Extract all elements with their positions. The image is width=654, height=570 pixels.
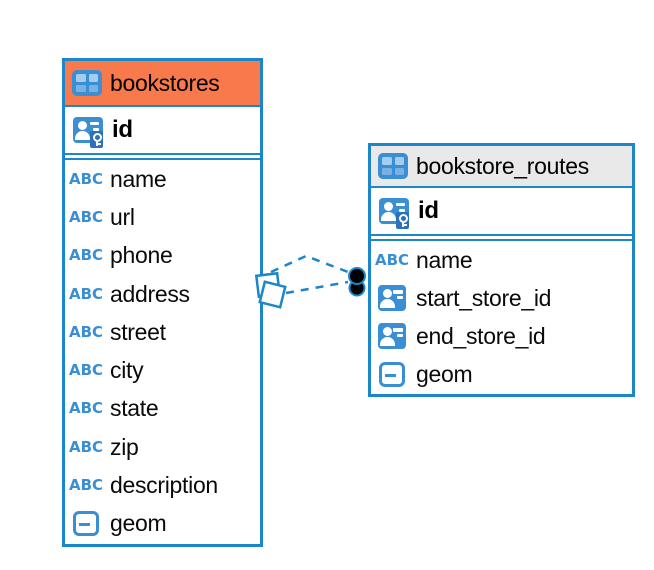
relationship-dot-marker (348, 267, 366, 285)
icon-cell (373, 323, 411, 349)
column-row-name[interactable]: ABC name (371, 241, 632, 279)
text-type-icon: ABC (68, 361, 104, 380)
column-label: start_store_id (416, 284, 552, 311)
primary-key-label: id (418, 197, 439, 224)
relationship-diamond-marker (258, 280, 287, 309)
table-icon (378, 153, 408, 179)
text-type-icon: ABC (374, 250, 410, 269)
icon-cell: ABC (67, 284, 105, 303)
column-row-state[interactable]: ABC state (65, 390, 260, 428)
column-label: geom (416, 360, 473, 387)
column-label: name (110, 165, 167, 192)
icon-cell: ABC (67, 478, 105, 493)
entity-bookstore-routes-header[interactable]: bookstore_routes (371, 146, 632, 188)
icon-cell: ABC (67, 207, 105, 226)
column-label: phone (110, 242, 173, 269)
column-row-address[interactable]: ABC address (65, 275, 260, 313)
text-type-icon: ABC (68, 246, 104, 265)
column-row-description[interactable]: ABC description (65, 466, 260, 504)
table-icon (72, 70, 102, 96)
column-label: description (110, 472, 218, 499)
text-type-icon: ABC (68, 207, 104, 226)
icon-cell: ABC (67, 169, 105, 188)
primary-key-icon (73, 117, 103, 148)
primary-key-row[interactable]: id (65, 107, 260, 153)
icon-cell: ABC (67, 437, 105, 456)
column-label: street (110, 318, 166, 345)
column-label: url (110, 203, 135, 230)
entity-bookstores-header[interactable]: bookstores (65, 61, 260, 107)
column-row-end_store_id[interactable]: end_store_id (371, 317, 632, 355)
entity-bookstore-routes[interactable]: bookstore_routes id ABC name start_store_i… (368, 143, 635, 397)
column-label: state (110, 395, 159, 422)
icon-cell: ABC (67, 322, 105, 341)
primary-key-icon (379, 198, 409, 229)
section-divider (65, 153, 260, 160)
column-row-start_store_id[interactable]: start_store_id (371, 279, 632, 317)
reference-type-icon (378, 285, 406, 311)
relationship-line-1 (270, 254, 349, 274)
icon-cell (375, 198, 413, 229)
column-row-geom[interactable]: geom (65, 505, 260, 543)
primary-key-label: id (112, 116, 133, 143)
column-label: city (110, 357, 144, 384)
icon-cell: ABC (67, 363, 105, 378)
column-row-name[interactable]: ABC name (65, 160, 260, 198)
geometry-type-icon (379, 361, 405, 387)
column-row-phone[interactable]: ABC phone (65, 237, 260, 275)
text-type-icon: ABC (68, 169, 104, 188)
column-row-geom[interactable]: geom (371, 355, 632, 393)
relationship-dot-marker (348, 279, 366, 297)
section-divider (371, 234, 632, 241)
text-type-icon: ABC (68, 437, 104, 456)
text-type-icon: ABC (68, 476, 104, 495)
icon-cell: ABC (373, 250, 411, 269)
geometry-type-icon (73, 511, 99, 537)
icon-cell (373, 285, 411, 311)
reference-type-icon (378, 323, 406, 349)
text-type-icon: ABC (68, 399, 104, 418)
text-type-icon: ABC (68, 322, 104, 341)
column-label: end_store_id (416, 322, 546, 349)
column-label: geom (110, 510, 167, 537)
column-row-zip[interactable]: ABC zip (65, 428, 260, 466)
primary-key-row[interactable]: id (371, 188, 632, 234)
icon-cell (69, 117, 107, 148)
column-row-city[interactable]: ABC city (65, 351, 260, 389)
icon-cell: ABC (67, 248, 105, 263)
column-row-street[interactable]: ABC street (65, 313, 260, 351)
entity-title: bookstore_routes (416, 152, 589, 179)
entity-title: bookstores (110, 69, 220, 96)
icon-cell (373, 361, 411, 387)
column-label: address (110, 280, 190, 307)
relationship-line-2 (285, 280, 349, 295)
text-type-icon: ABC (68, 284, 104, 303)
column-label: name (416, 246, 473, 273)
column-row-url[interactable]: ABC url (65, 198, 260, 236)
icon-cell (67, 511, 105, 537)
icon-cell: ABC (67, 401, 105, 416)
column-label: zip (110, 433, 139, 460)
